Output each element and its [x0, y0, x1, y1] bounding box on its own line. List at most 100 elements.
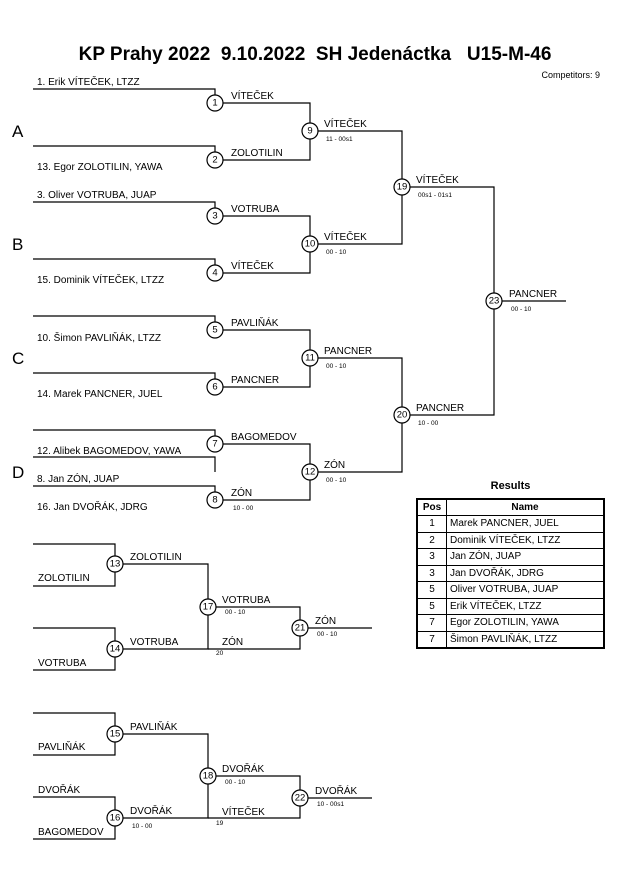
repechage-entry: PAVLIŇÁK [38, 740, 86, 753]
pool-label: C [12, 349, 24, 368]
result-name: Dominik VÍTEČEK, LTZZ [446, 531, 605, 549]
winner-label: ZOLOTILIN [231, 148, 283, 159]
seed-entry: 1. Erik VÍTEČEK, LTZZ [37, 75, 140, 88]
match-score: 00s1 - 01s1 [418, 192, 452, 199]
winner-label: DVOŘÁK [315, 784, 358, 797]
match-score: 00 - 10 [225, 609, 246, 616]
match-score: 00 - 10 [326, 477, 347, 484]
match-sub-number: 19 [216, 820, 224, 827]
match-score: 00 - 10 [326, 249, 347, 256]
match-number: 8 [212, 495, 217, 506]
match-number: 14 [110, 644, 121, 655]
match-number: 18 [203, 771, 214, 782]
match-score: 00 - 10 [317, 631, 338, 638]
match-number: 19 [397, 182, 408, 193]
winner-label: VÍTEČEK [324, 230, 367, 243]
match-number: 4 [212, 268, 217, 279]
seed-entry: 10. Šimon PAVLIŇÁK, LTZZ [37, 331, 161, 344]
result-pos: 5 [416, 581, 447, 599]
match-number: 12 [305, 467, 316, 478]
result-name: Egor ZOLOTILIN, YAWA [446, 614, 605, 632]
winner-label: VÍTEČEK [231, 259, 274, 272]
pool-label: D [12, 463, 24, 482]
winner-label: PANCNER [509, 289, 557, 300]
winner-label: ZÓN [222, 635, 243, 648]
seed-entry: 8. Jan ZÓN, JUAP [37, 472, 120, 485]
match-score: 10 - 00 [233, 505, 254, 512]
result-name: Šimon PAVLIŇÁK, LTZZ [446, 630, 605, 649]
winner-label: VOTRUBA [130, 637, 179, 648]
match-number: 10 [305, 239, 316, 250]
winner-label: DVOŘÁK [222, 762, 265, 775]
seed-entry: 13. Egor ZOLOTILIN, YAWA [37, 162, 163, 173]
match-sub-number: 20 [216, 650, 224, 657]
page-title: KP Prahy 2022 9.10.2022 SH Jedenáctka U1… [78, 44, 552, 65]
match-number: 11 [305, 353, 315, 364]
pool-label: B [12, 235, 23, 254]
match-number: 17 [203, 602, 214, 613]
winner-label: DVOŘÁK [130, 804, 173, 817]
match-number: 22 [295, 793, 306, 804]
winner-label: PAVLIŇÁK [231, 316, 279, 329]
match-number: 21 [295, 623, 306, 634]
match-score: 00 - 10 [326, 363, 347, 370]
pos-header: Pos [416, 498, 447, 516]
seed-entry: 3. Oliver VOTRUBA, JUAP [37, 190, 157, 201]
winner-label: VOTRUBA [231, 204, 280, 215]
result-name: Jan ZÓN, JUAP [446, 548, 605, 566]
match-number: 9 [307, 126, 312, 137]
winner-label: PANCNER [231, 375, 279, 386]
match-score: 10 - 00s1 [317, 801, 344, 808]
winner-label: ZÓN [315, 614, 336, 627]
competitors-count: Competitors: 9 [541, 70, 600, 80]
name-header: Name [446, 498, 605, 516]
result-name: Oliver VOTRUBA, JUAP [446, 581, 605, 599]
result-pos: 3 [416, 564, 447, 582]
match-number: 15 [110, 729, 121, 740]
results-header-row: Pos Name [416, 498, 605, 516]
winner-label: VOTRUBA [222, 595, 271, 606]
result-pos: 7 [416, 630, 447, 649]
match-number: 6 [212, 382, 217, 393]
winner-label: BAGOMEDOV [231, 432, 297, 443]
match-number: 23 [489, 296, 500, 307]
match-circles: 1 2 3 4 5 6 7 8 9 10 11 12 19 20 23 13 1… [106, 94, 503, 827]
result-name: Marek PANCNER, JUEL [446, 515, 605, 533]
seed-entry: 14. Marek PANCNER, JUEL [37, 389, 163, 400]
result-pos: 3 [416, 548, 447, 566]
result-name: Erik VÍTEČEK, LTZZ [446, 597, 605, 615]
match-number: 16 [110, 813, 121, 824]
match-number: 7 [212, 439, 217, 450]
seed-entry: 15. Dominik VÍTEČEK, LTZZ [37, 273, 164, 286]
match-number: 13 [110, 559, 121, 570]
winner-label: VÍTEČEK [231, 89, 274, 102]
pool-label: A [12, 122, 24, 141]
match-number: 5 [212, 325, 217, 336]
winner-label: ZÓN [231, 486, 252, 499]
result-pos: 7 [416, 614, 447, 632]
result-pos: 5 [416, 597, 447, 615]
match-score: 10 - 00 [132, 823, 153, 830]
match-score: 11 - 00s1 [326, 136, 353, 143]
match-number: 3 [212, 211, 217, 222]
winner-label: PAVLIŇÁK [130, 720, 178, 733]
seed-entry: 12. Alibek BAGOMEDOV, YAWA [37, 446, 181, 457]
match-number: 20 [397, 410, 408, 421]
winner-label: PANCNER [324, 346, 372, 357]
winner-label: VÍTEČEK [416, 173, 459, 186]
repechage-entry: VOTRUBA [38, 658, 87, 669]
match-number: 2 [212, 155, 217, 166]
winner-label: VÍTEČEK [222, 805, 265, 818]
repechage-entry: DVOŘÁK [38, 783, 81, 796]
